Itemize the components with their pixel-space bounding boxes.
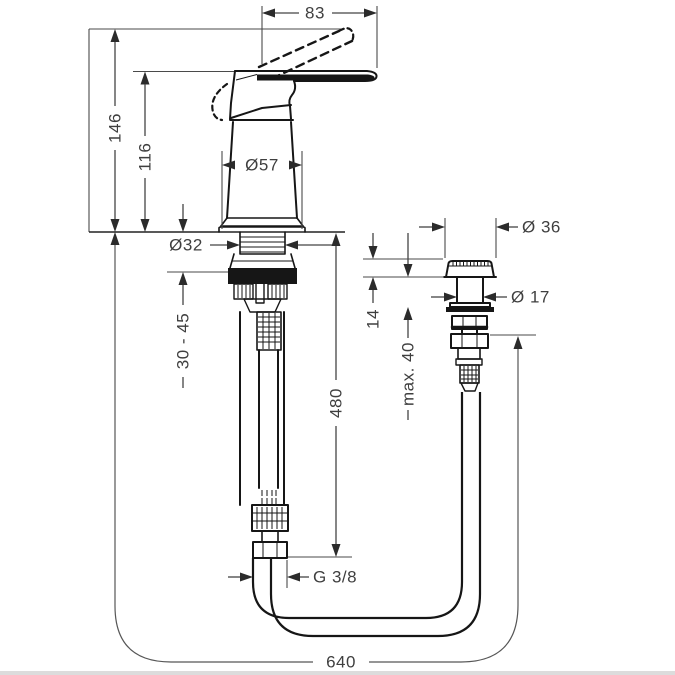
dim-clamping-range: 30 - 45	[167, 204, 242, 388]
dim-83-label: 83	[305, 4, 325, 23]
dim-36-label: Ø 36	[522, 218, 561, 237]
dim-hose-thread: G 3/8	[228, 560, 357, 588]
dim-32-label: Ø32	[169, 236, 203, 255]
dim-640-label: 640	[326, 653, 356, 672]
handle-raised-lower-dashed	[270, 39, 354, 80]
supply-hose	[239, 311, 289, 559]
image-bottom-edge	[0, 671, 675, 675]
dim-hose-length: 480	[288, 233, 352, 558]
dim-body-diameter: Ø57	[221, 151, 303, 229]
dim-57-label: Ø57	[245, 156, 279, 175]
dim-14-label: 14	[364, 309, 383, 329]
mounting-hardware	[228, 231, 297, 351]
escutcheon	[218, 217, 306, 233]
dim-knob-height: 14	[363, 233, 444, 329]
dim-480-label: 480	[327, 388, 346, 418]
handle-raised-tip-dashed	[337, 27, 355, 43]
dim-116-label: 116	[136, 143, 155, 172]
mounting-nut	[228, 268, 297, 284]
dim-max-mounting-depth: max. 40	[399, 233, 418, 420]
dim-stem-diameter: Ø 17	[431, 288, 550, 307]
dim-height-body: 116	[136, 71, 155, 232]
dim-30-45-label: 30 - 45	[174, 313, 193, 369]
dim-handle-width: 83	[261, 4, 378, 68]
dim-height-total: 146	[106, 29, 125, 232]
drain-knob	[443, 260, 497, 392]
knob-cap	[445, 260, 495, 278]
handle-swing-arc-dashed	[211, 82, 229, 122]
dim-17-label: Ø 17	[511, 288, 550, 307]
handle-raised-upper-dashed	[257, 29, 341, 69]
faucet-body	[218, 119, 306, 233]
knob-flange	[446, 307, 494, 312]
dim-max40-label: max. 40	[399, 342, 418, 406]
dim-g38-label: G 3/8	[313, 568, 357, 587]
dim-shank-diameter: Ø32	[169, 236, 335, 255]
g38-coupling	[252, 541, 288, 559]
threaded-rod	[256, 311, 282, 351]
dim-cable-length: 640	[110, 232, 536, 672]
dim-knob-diameter: Ø 36	[419, 218, 561, 258]
pull-cable	[251, 392, 482, 638]
dim-146-label: 146	[106, 113, 125, 143]
reference-lines	[88, 28, 345, 233]
faucet-handle	[211, 27, 378, 122]
knob-locknut	[450, 333, 489, 349]
